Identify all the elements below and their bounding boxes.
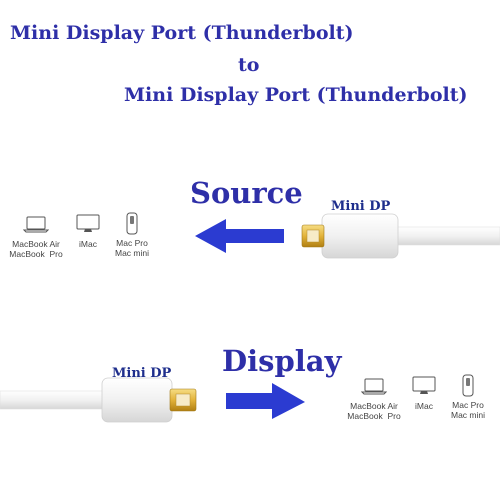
tower-icon: [126, 212, 138, 235]
display-cable: [0, 377, 197, 423]
device-name: MacBook Air MacBook Pro: [9, 239, 63, 259]
device-macbook: MacBook Air MacBook Pro: [346, 378, 402, 421]
source-label: Source: [190, 176, 303, 210]
laptop-icon: [361, 378, 387, 395]
title-line-1: Mini Display Port (Thunderbolt): [10, 22, 354, 44]
monitor-icon: [412, 376, 436, 394]
laptop-icon: [23, 216, 49, 233]
source-connector-label: Mini DP: [331, 199, 391, 214]
device-name: Mac Pro Mac mini: [450, 400, 485, 420]
source-connector-plug-icon: [301, 224, 325, 248]
display-arrow-icon: [226, 383, 305, 419]
source-cable: [301, 213, 500, 259]
title-line-2: to: [238, 54, 260, 76]
monitor-icon: [76, 214, 100, 232]
device-name: Mac Pro Mac mini: [114, 238, 149, 258]
device-name: MacBook Air MacBook Pro: [347, 401, 401, 421]
title-line-3: Mini Display Port (Thunderbolt): [124, 84, 468, 106]
display-connector-plug-icon: [169, 388, 197, 412]
device-macpro: Mac Pro Mac mini: [110, 212, 154, 258]
source-arrow-icon: [195, 219, 284, 253]
tower-icon: [462, 374, 474, 397]
display-label: Display: [222, 344, 342, 378]
device-imac: iMac: [408, 376, 440, 411]
device-imac: iMac: [72, 214, 104, 249]
display-connector-label: Mini DP: [112, 366, 172, 381]
device-name: iMac: [415, 401, 433, 411]
device-macbook: MacBook Air MacBook Pro: [8, 216, 64, 259]
device-name: iMac: [79, 239, 97, 249]
device-macpro: Mac Pro Mac mini: [446, 374, 490, 420]
